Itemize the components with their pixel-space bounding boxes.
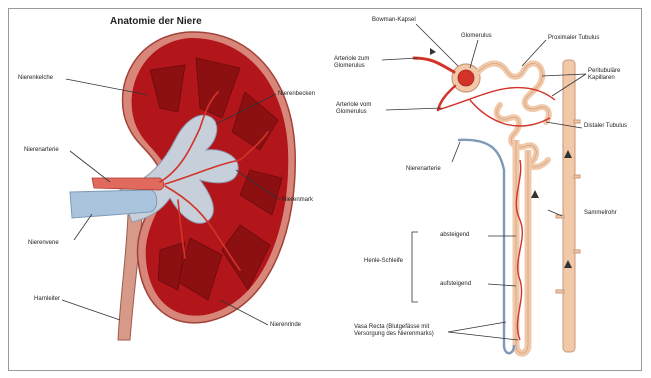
label-arteriole-vom-glomerulus: Arteriole vom Glomerulus [336, 102, 386, 116]
label-glomerulus: Glomerulus [461, 33, 492, 40]
collecting-duct [563, 60, 575, 352]
label-henle-schleife: Henle-Schleife [364, 258, 404, 265]
vasa-recta-vein [458, 140, 514, 353]
diagram-title: Anatomie der Niere [110, 16, 202, 27]
label-nierenarterie: Nierenarterie [24, 147, 59, 154]
label-absteigend: absteigend [440, 232, 469, 239]
label-bowman-kapsel: Bowman-Kapsel [372, 17, 416, 24]
label-distaler-tubulus: Distaler Tubulus [584, 123, 627, 130]
label-sammelrohr: Sammelrohr [584, 210, 617, 217]
label-nierenbecken: Nierenbecken [278, 91, 315, 98]
label-arteriole-zum-glomerulus: Arteriole zum Glomerulus [334, 56, 384, 70]
label-vasa-recta: Vasa Recta (Blutgefässe mit Versorgung d… [354, 324, 446, 338]
label-nierenrinde: Nierenrinde [270, 322, 301, 329]
label-aufsteigend: aufsteigend [440, 281, 471, 288]
kidney [70, 32, 295, 340]
peritubular-capillaries [438, 88, 555, 340]
label-peritubulaere-kapillaren: Peritubuläre Kapillaren [588, 68, 636, 82]
ureter-shape [118, 215, 142, 340]
nephron-leader-lines [382, 24, 586, 340]
label-nierenkelche: Nierenkelche [18, 75, 53, 82]
glomerulus-tuft [458, 70, 474, 86]
label-proximaler-tubulus: Proximaler Tubulus [548, 35, 599, 42]
renal-artery-shape [92, 178, 164, 190]
label-nephron-nierenarterie: Nierenarterie [406, 166, 441, 173]
distal-tubule [497, 105, 548, 167]
label-nierenvene: Nierenvene [28, 240, 59, 247]
label-nierenmark: Nierenmark [282, 197, 313, 204]
label-harnleiter: Harnleiter [34, 296, 60, 303]
